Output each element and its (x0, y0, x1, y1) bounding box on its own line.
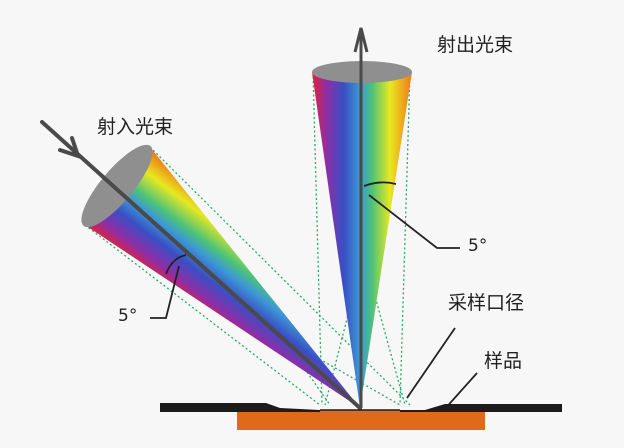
incident-beam-cone (81, 144, 360, 408)
exit-ray-arrow (353, 27, 369, 408)
incident-angle-label: 5° (118, 306, 138, 326)
exit-beam-label: 射出光束 (437, 34, 514, 56)
incident-ray-arrow (40, 120, 362, 410)
sample-label: 样品 (484, 350, 523, 372)
aperture-plate (160, 403, 562, 412)
sample-block (237, 410, 485, 430)
sampling-aperture-label: 采样口径 (448, 292, 525, 314)
angle-annotations (150, 181, 478, 421)
incident-beam-label: 射入光束 (97, 116, 174, 138)
exit-angle-label: 5° (468, 236, 488, 256)
